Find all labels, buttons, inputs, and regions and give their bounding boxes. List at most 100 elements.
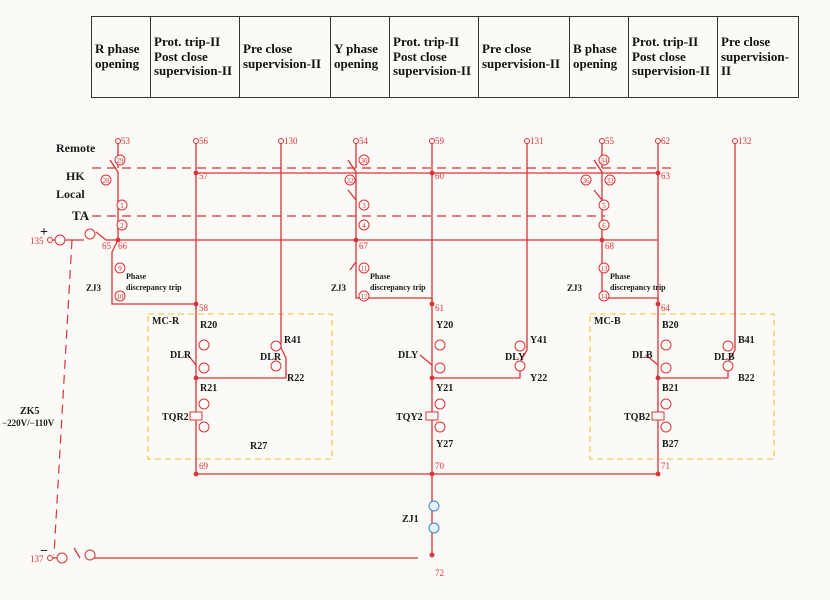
r41-label: R41 xyxy=(284,335,301,346)
terminal-72: 72 xyxy=(435,568,444,578)
terminal-54: 54 xyxy=(359,136,369,146)
zj3-b-label: ZJ3 xyxy=(567,283,583,293)
y-preclose-column xyxy=(432,141,528,379)
terminal-61: 61 xyxy=(435,303,444,313)
minus-label: − xyxy=(40,544,48,559)
terminal-58: 58 xyxy=(199,303,209,313)
terminal-131: 131 xyxy=(530,136,544,146)
b20-label: B20 xyxy=(662,320,679,331)
terminal-65: 65 xyxy=(102,241,112,251)
tqy2-label: TQY2 xyxy=(396,412,423,423)
terminal-57: 57 xyxy=(199,171,209,181)
zj3-r-label: ZJ3 xyxy=(86,283,102,293)
contact-num: 14 xyxy=(601,293,609,301)
dlb-label: DLB xyxy=(632,350,653,361)
dly-label: DLY xyxy=(398,350,419,361)
contact-num: 4 xyxy=(362,222,366,230)
terminal-70: 70 xyxy=(435,461,445,471)
phase-label-r: Phase xyxy=(126,272,146,281)
terminal-53: 53 xyxy=(121,136,131,146)
contact-num: 33 xyxy=(607,177,615,185)
local-label: Local xyxy=(56,187,85,201)
contact-num: 3 xyxy=(362,202,366,210)
terminal-64: 64 xyxy=(661,303,671,313)
b21-label: B21 xyxy=(662,383,679,394)
contact-num: 10 xyxy=(117,293,125,301)
disc-trip-label-b: discrepancy trip xyxy=(610,283,666,292)
r-preclose-column xyxy=(196,141,287,379)
ta-label: TA xyxy=(72,208,90,223)
terminal-56: 56 xyxy=(199,136,209,146)
tqy2-coil xyxy=(425,411,439,421)
y27-label: Y27 xyxy=(436,439,453,450)
r22-label: R22 xyxy=(287,373,304,384)
terminal-135: 135 xyxy=(30,236,44,246)
tqb2-coil xyxy=(651,411,665,421)
terminal-137: 137 xyxy=(30,554,44,564)
contact-num: 9 xyxy=(118,265,122,273)
disc-trip-label-r: discrepancy trip xyxy=(126,283,182,292)
zk5-voltage-label: −220V/−110V xyxy=(2,418,55,428)
contact-num: 34 xyxy=(601,157,609,165)
terminal-66: 66 xyxy=(118,241,128,251)
plus-label: + xyxy=(40,225,48,240)
terminal-68: 68 xyxy=(605,241,615,251)
dlr-label: DLR xyxy=(170,350,192,361)
r20-label: R20 xyxy=(200,320,217,331)
phase-label-y: Phase xyxy=(370,272,390,281)
terminal-55: 55 xyxy=(605,136,615,146)
tqr2-label: TQR2 xyxy=(162,412,189,423)
contact-circles: 29 28 1 2 3 4 5 6 30 32 34 33 36 9 10 11… xyxy=(54,154,734,564)
terminal-labels: 53 56 130 54 59 131 55 62 132 57 60 63 6… xyxy=(30,136,752,578)
remote-label: Remote xyxy=(56,141,96,155)
contact-num: 11 xyxy=(361,265,368,273)
disc-trip-label-y: discrepancy trip xyxy=(370,283,426,292)
b41-label: B41 xyxy=(738,335,755,346)
y22-label: Y22 xyxy=(530,373,547,384)
contact-num: 12 xyxy=(361,293,369,301)
contact-strokes xyxy=(187,189,659,366)
contact-num: 5 xyxy=(602,202,606,210)
r21-label: R21 xyxy=(200,383,217,394)
terminal-63: 63 xyxy=(661,171,671,181)
terminal-130: 130 xyxy=(284,136,298,146)
contact-num: 6 xyxy=(602,222,606,230)
mc-r-label: MC-R xyxy=(152,316,180,327)
y20-label: Y20 xyxy=(436,320,453,331)
b22-label: B22 xyxy=(738,373,755,384)
zk5-link xyxy=(53,239,73,556)
r27-label: R27 xyxy=(250,441,267,452)
dlb-preclose-label: DLB xyxy=(714,352,735,363)
top-terminals xyxy=(47,138,738,561)
y41-label: Y41 xyxy=(530,335,547,346)
terminal-60: 60 xyxy=(435,171,445,181)
minus-wire xyxy=(52,547,418,559)
dly-preclose-label: DLY xyxy=(505,352,526,363)
zj1-label: ZJ1 xyxy=(402,514,419,525)
contact-num: 30 xyxy=(361,157,369,165)
zj3-y-label: ZJ3 xyxy=(331,283,347,293)
y21-label: Y21 xyxy=(436,383,453,394)
tqr2-coil xyxy=(189,411,203,421)
tqb2-label: TQB2 xyxy=(624,412,650,423)
junction-dots xyxy=(115,170,661,558)
phase-label-b: Phase xyxy=(610,272,630,281)
mc-b-label: MC-B xyxy=(594,316,621,327)
contact-num: 2 xyxy=(120,222,124,230)
contact-num: 1 xyxy=(120,202,124,210)
zk5-label: ZK5 xyxy=(20,406,39,417)
terminal-62: 62 xyxy=(661,136,670,146)
contact-num: 13 xyxy=(601,265,609,273)
module-box-r xyxy=(147,313,333,460)
hk-label: HK xyxy=(66,169,85,183)
